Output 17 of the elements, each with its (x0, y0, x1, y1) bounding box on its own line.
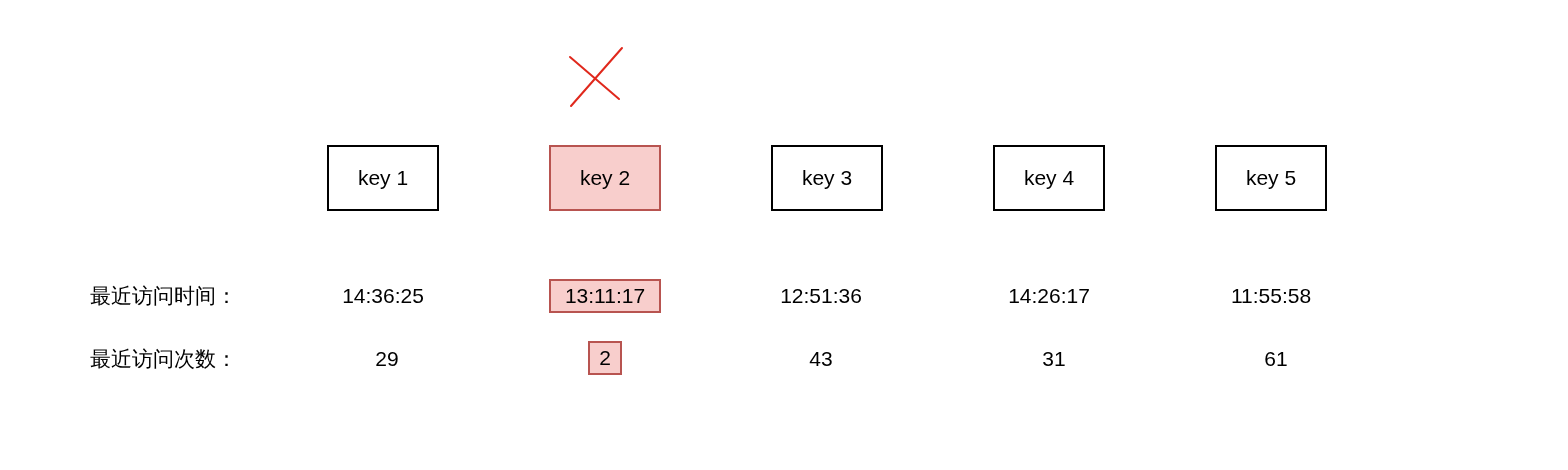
time-value: 11:55:58 (1230, 283, 1312, 309)
count-value-box: 2 (588, 341, 622, 375)
count-value: 31 (1042, 346, 1066, 372)
time-value-box: 13:11:17 (549, 279, 661, 313)
key-box: key 5 (1215, 145, 1327, 211)
row-label: 最近访问次数： (90, 346, 237, 372)
key-box: key 3 (771, 145, 883, 211)
time-value: 14:36:25 (342, 283, 424, 309)
key-box: key 4 (993, 145, 1105, 211)
count-value: 61 (1264, 346, 1288, 372)
key-box: key 1 (327, 145, 439, 211)
row-label: 最近访问时间： (90, 283, 237, 309)
count-value: 29 (375, 346, 399, 372)
count-value: 43 (809, 346, 833, 372)
key-box: key 2 (549, 145, 661, 211)
time-value: 14:26:17 (1008, 283, 1090, 309)
time-value: 12:51:36 (780, 283, 862, 309)
